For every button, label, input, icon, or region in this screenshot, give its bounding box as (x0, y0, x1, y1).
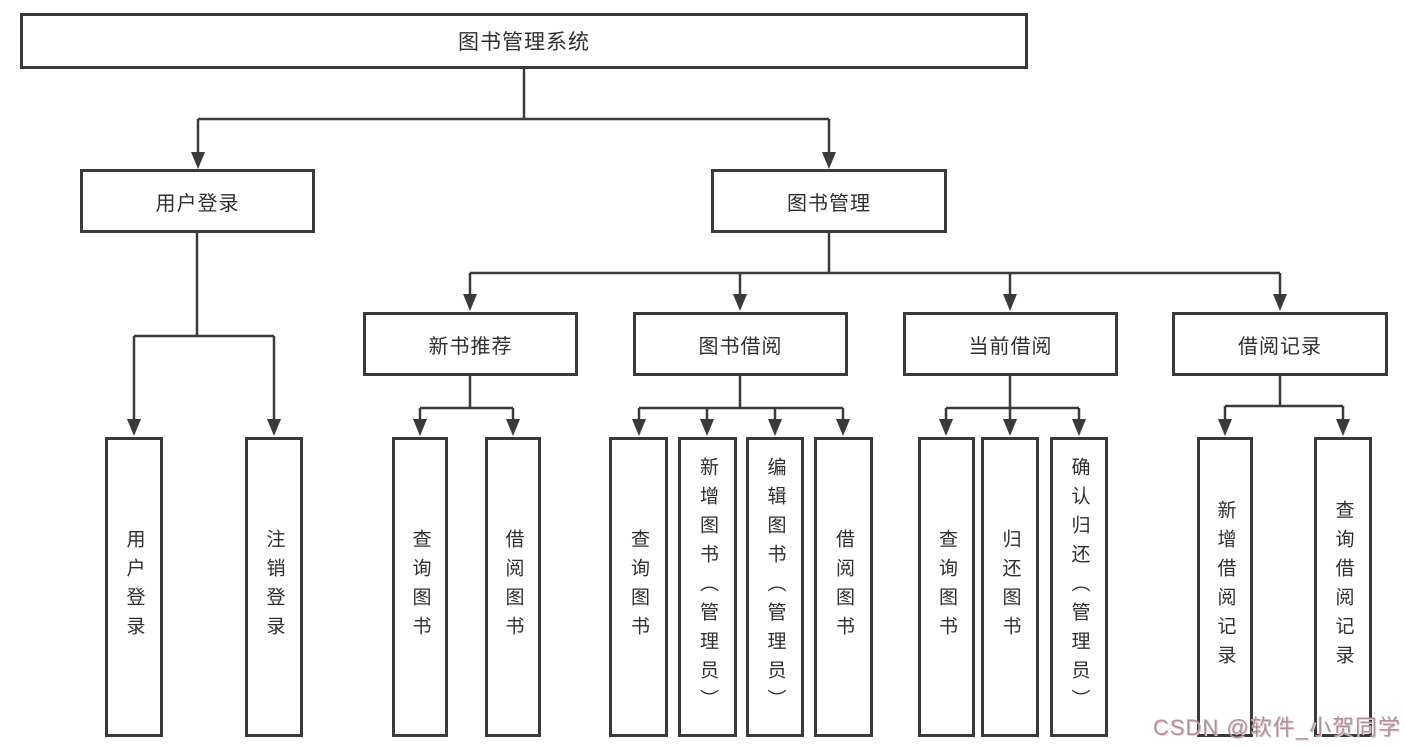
leaf-label: 注销登录 (263, 529, 285, 645)
leaf-label: 新增图书（管理员） (697, 456, 718, 718)
node-book-management: 图书管理 (711, 169, 947, 233)
leaf-logout: 注销登录 (245, 437, 303, 737)
leaf-label: 新增借阅记录 (1214, 500, 1236, 674)
leaf-user-login: 用户登录 (105, 437, 163, 737)
leaf-return-books: 归还图书 (981, 437, 1039, 737)
arrowheads (127, 152, 1350, 436)
leaf-label: 归还图书 (999, 529, 1021, 645)
leaf-label: 确认归还（管理员） (1068, 456, 1090, 718)
leaf-query-books-current: 查询图书 (918, 437, 975, 737)
leaf-confirm-return-admin: 确认归还（管理员） (1050, 437, 1108, 737)
leaf-label: 查询图书 (628, 529, 649, 645)
leaf-label: 用户登录 (123, 529, 145, 645)
node-new-book-recommend: 新书推荐 (363, 312, 578, 376)
node-book-borrow: 图书借阅 (633, 312, 848, 376)
leaf-label: 借阅图书 (502, 529, 524, 645)
leaf-add-borrow-record: 新增借阅记录 (1197, 437, 1253, 737)
leaf-query-books-borrow: 查询图书 (609, 437, 668, 737)
leaf-add-books-admin: 新增图书（管理员） (678, 437, 737, 737)
leaf-borrow-books-recommend: 借阅图书 (485, 437, 541, 737)
leaf-query-books-recommend: 查询图书 (392, 437, 448, 737)
csdn-watermark: CSDN @软件_小贺同学 (1152, 715, 1401, 740)
leaf-label: 借阅图书 (833, 529, 854, 645)
node-current-borrow: 当前借阅 (903, 312, 1118, 376)
node-borrow-records: 借阅记录 (1172, 312, 1388, 376)
node-user-login: 用户登录 (80, 169, 315, 233)
leaf-label: 查询图书 (409, 529, 431, 645)
leaf-borrow-books: 借阅图书 (814, 437, 873, 737)
leaf-label: 查询借阅记录 (1332, 500, 1354, 674)
leaf-label: 编辑图书（管理员） (764, 456, 786, 718)
node-library-management-system: 图书管理系统 (20, 13, 1028, 69)
leaf-label: 查询图书 (936, 529, 957, 645)
leaf-edit-books-admin: 编辑图书（管理员） (746, 437, 804, 737)
leaf-query-borrow-record: 查询借阅记录 (1314, 437, 1372, 737)
